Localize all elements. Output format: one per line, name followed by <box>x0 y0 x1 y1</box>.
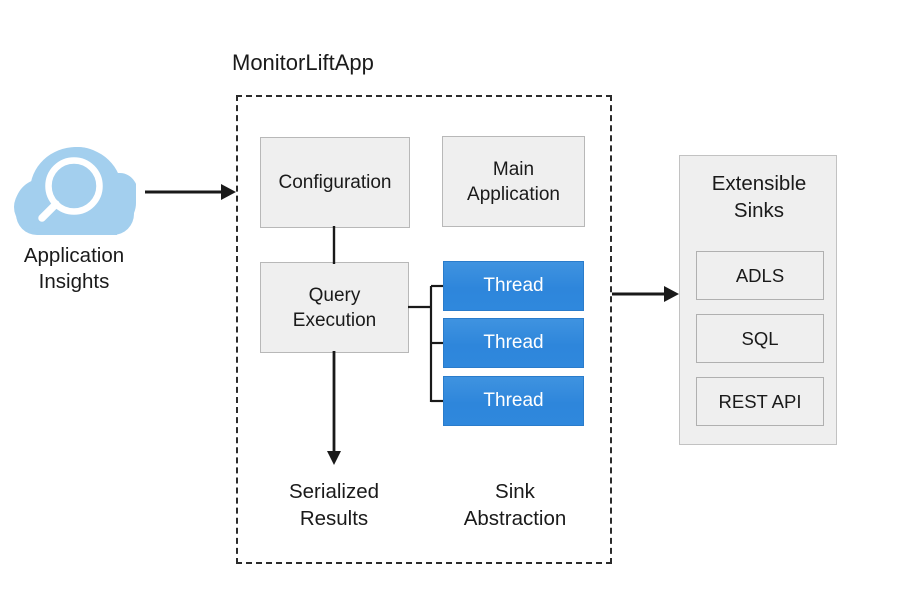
box-configuration[interactable]: Configuration <box>260 137 410 228</box>
sinks-panel: Extensible Sinks ADLS SQL REST API <box>679 155 837 445</box>
cloud-magnifier-icon <box>14 147 136 235</box>
thread-box[interactable]: Thread <box>443 376 584 426</box>
source-label: Application Insights <box>23 244 125 293</box>
sink-item-sql[interactable]: SQL <box>696 314 824 363</box>
arrow-query-to-results <box>327 351 341 465</box>
box-query-execution[interactable]: Query Execution <box>260 262 409 353</box>
sink-item-rest-api[interactable]: REST API <box>696 377 824 426</box>
page-title: MonitorLiftApp <box>232 50 374 75</box>
caption-sink-abstraction: Sink Abstraction <box>463 480 567 530</box>
thread-box[interactable]: Thread <box>443 318 584 368</box>
source-node-application-insights: Application Insights <box>4 145 144 300</box>
sink-item-adls[interactable]: ADLS <box>696 251 824 300</box>
arrow-source-to-app <box>145 184 236 200</box>
arrow-threads-to-sinks <box>612 286 679 302</box>
box-main-application[interactable]: Main Application <box>442 136 585 227</box>
connector-query-to-threads-fork <box>408 284 444 403</box>
caption-serialized-results: Serialized Results <box>288 480 380 530</box>
thread-box[interactable]: Thread <box>443 261 584 311</box>
sinks-panel-title: Extensible Sinks <box>711 172 807 222</box>
connector-config-to-query <box>332 226 336 264</box>
